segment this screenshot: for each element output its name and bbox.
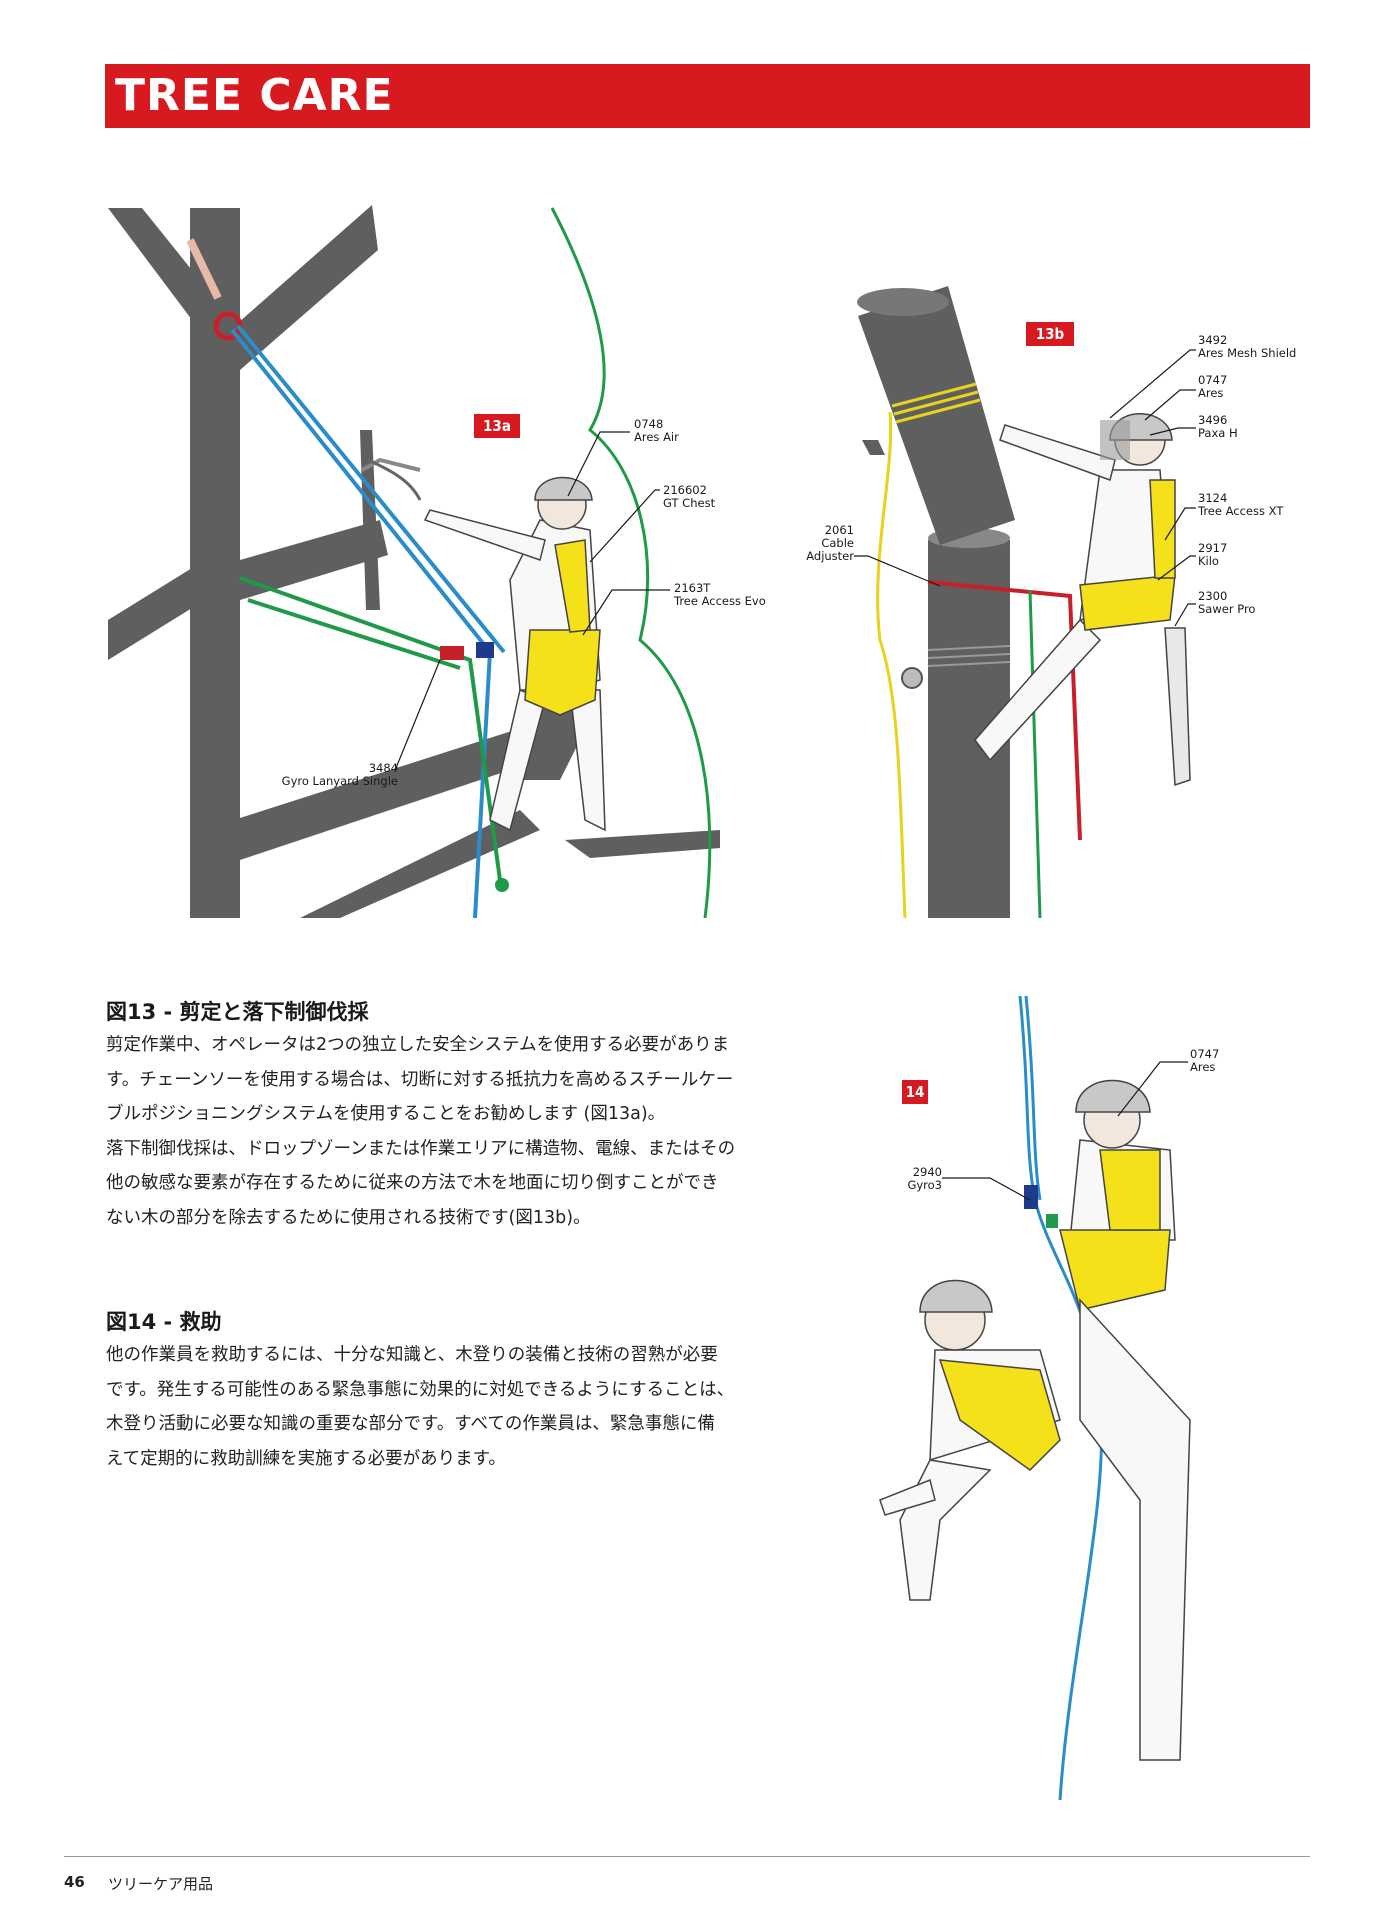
red-lanyard-13b <box>927 580 1082 841</box>
worker-13a <box>361 457 606 832</box>
tag-13a: 13a <box>474 414 520 438</box>
section-13-title: 図13 - 剪定と落下制御伐採 <box>106 1000 369 1024</box>
tree-crown-outline <box>550 207 712 919</box>
sling <box>186 238 222 300</box>
page-title: TREE CARE <box>115 70 394 121</box>
page-number: 46 <box>64 1873 85 1891</box>
section-14-title: 図14 - 救助 <box>106 1310 222 1334</box>
casualty-14 <box>879 1279 1061 1601</box>
section-14-body: 他の作業員を救助するには、十分な知識と、木登りの装備と技術の習熟が必要 です。発… <box>106 1345 735 1469</box>
tree-13b <box>857 286 1015 918</box>
footer-section-name: ツリーケア用品 <box>108 1875 214 1893</box>
section-13-body: 剪定作業中、オペレータは2つの独立した安全システムを使用する必要がありま す。チ… <box>106 1035 736 1228</box>
header-bar: TREE CARE <box>105 64 1310 128</box>
tag-13b: 13b <box>1026 322 1074 346</box>
rescuer-14 <box>1059 1079 1191 1761</box>
tag-14: 14 <box>902 1080 928 1104</box>
footer-rule <box>64 1856 1310 1857</box>
yellow-rope-13b <box>876 411 907 919</box>
worker-13b <box>974 413 1191 787</box>
green-lanyard-13a <box>239 576 502 881</box>
